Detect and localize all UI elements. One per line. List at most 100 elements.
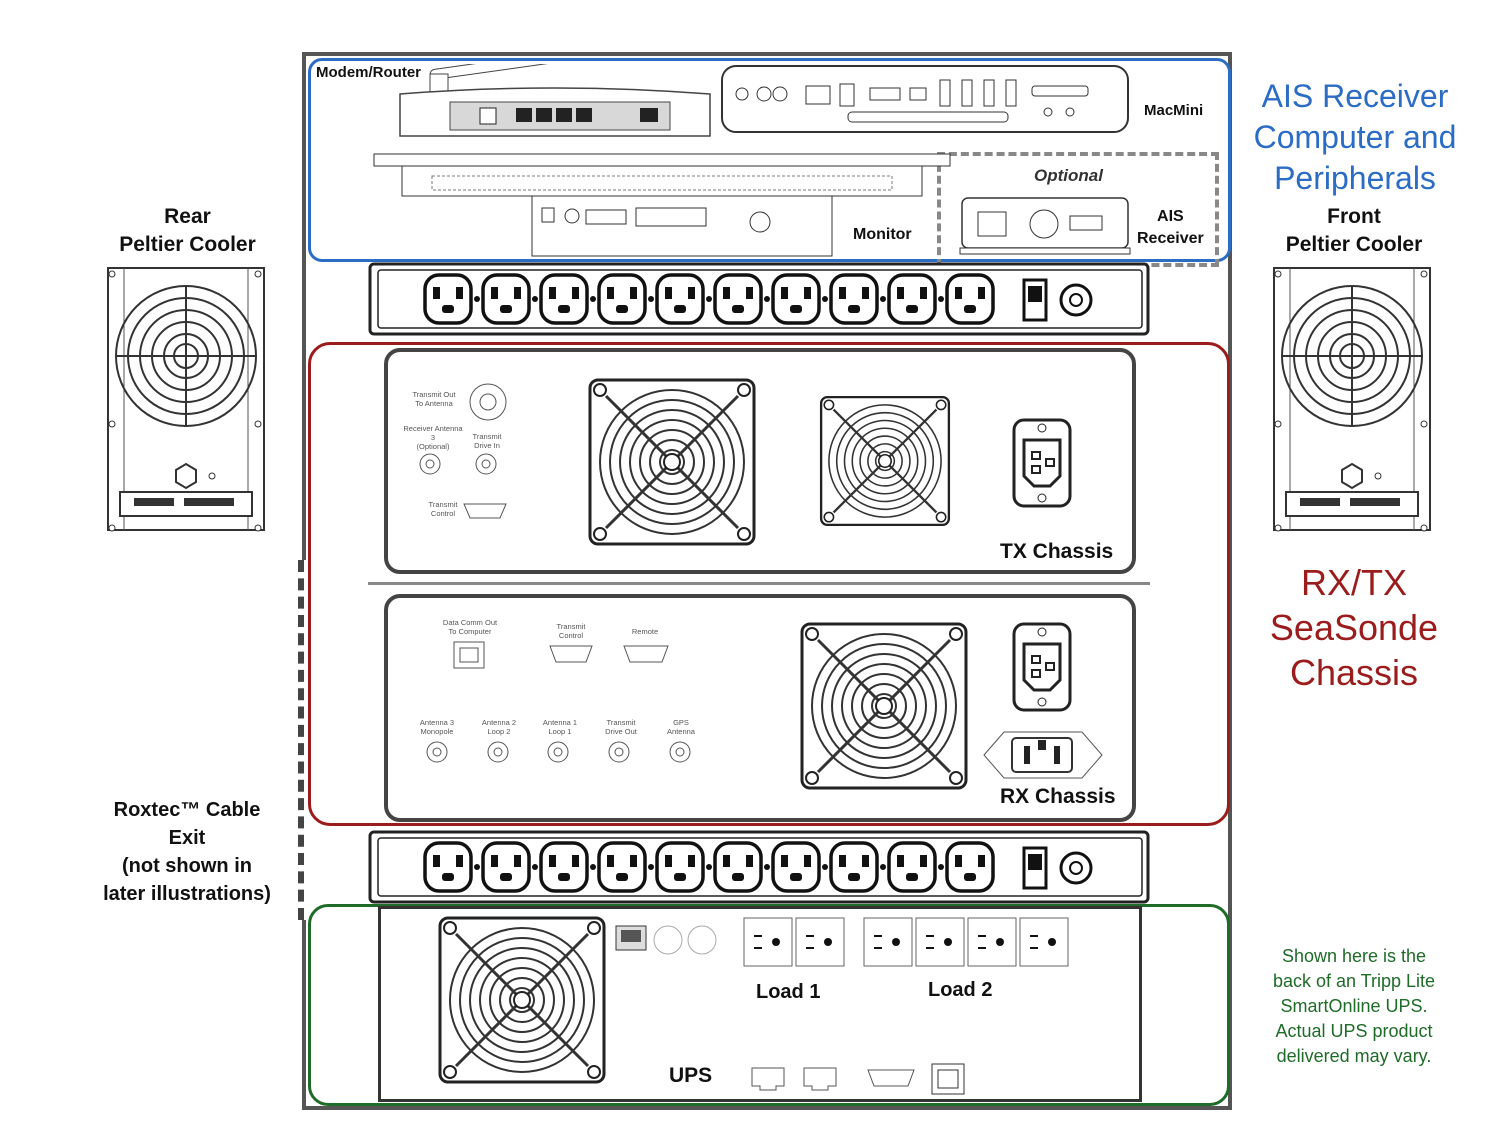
front-peltier-cooler (1273, 267, 1431, 532)
rx-port-ant1-1: Antenna 1 (542, 718, 578, 727)
tx-port-drive-in-label: Transmit Drive In (464, 432, 510, 450)
ais-receiver-label: AIS Receiver (1137, 206, 1204, 250)
ups-load1-outlets (743, 917, 845, 967)
modem-router-label: Modem/Router (316, 64, 421, 81)
monitor-drawing (373, 153, 951, 257)
rxtx-group-title-2: SeaSonde (1269, 607, 1439, 648)
rx-port-ant3-2: Monopole (420, 727, 454, 736)
rx-port-ant2-2: Loop 2 (487, 727, 511, 736)
ais-group-title-3: Peripherals (1274, 160, 1436, 196)
tx-port-receiver-antenna-label: Receiver Antenna 3 (Optional) (396, 424, 470, 451)
rx-port-remote-1: Remote (631, 627, 659, 636)
power-strip-bottom (368, 830, 1150, 904)
power-outlet (887, 841, 944, 893)
rx-port-ant1-label: Antenna 1 Loop 1 (535, 718, 585, 736)
rx-port-data-comm-label: Data Comm Out To Computer (430, 618, 510, 636)
power-outlet (539, 273, 596, 325)
rxtx-group-title: RX/TX SeaSonde Chassis (1244, 560, 1464, 695)
tx-connectors (419, 383, 507, 519)
rear-cooler-title: Rear Peltier Cooler (100, 203, 275, 259)
macmini-drawing (721, 65, 1129, 133)
tx-port-transmit-out-2: To Antenna (415, 399, 453, 408)
tx-fan-small (819, 395, 951, 527)
rx-port-gps-2: Antenna (667, 727, 695, 736)
ups-comm-ports (615, 925, 717, 955)
rx-port-remote-label: Remote (620, 627, 670, 636)
rxtx-group-outline (308, 342, 1230, 826)
power-outlet (771, 841, 828, 893)
rx-port-control-1: Transmit (556, 622, 586, 631)
rear-peltier-cooler (107, 267, 265, 532)
ups-note-2: back of an Tripp Lite (1272, 971, 1436, 991)
monitor-label: Monitor (853, 226, 912, 243)
rx-port-drive-out-label: Transmit Drive Out (596, 718, 646, 736)
modem-router-drawing (399, 64, 711, 137)
rx-port-drive-out-2: Drive Out (605, 727, 637, 736)
tx-port-receiver-antenna-3: (Optional) (416, 442, 450, 451)
ais-group-title-1: AIS Receiver (1261, 78, 1449, 114)
rx-chassis-label: RX Chassis (1000, 785, 1116, 808)
power-outlet (423, 841, 480, 893)
roxtec-note-4: later illustrations) (103, 883, 271, 905)
power-outlet (481, 273, 538, 325)
rx-port-gps-label: GPS Antenna (656, 718, 706, 736)
tx-port-drive-in-2: Drive In (474, 441, 500, 450)
tx-port-receiver-antenna-2: 3 (430, 433, 436, 442)
power-outlet (829, 273, 886, 325)
ups-bottom-ports (751, 1063, 965, 1095)
tx-port-transmit-out-label: Transmit Out To Antenna (402, 390, 466, 408)
roxtec-note: Roxtec™ Cable Exit (not shown in later i… (76, 796, 298, 908)
rxtx-group-title-1: RX/TX (1300, 562, 1407, 603)
ups-label: UPS (669, 1064, 713, 1087)
power-outlet (539, 841, 596, 893)
power-outlet (713, 841, 770, 893)
tx-chassis-label: TX Chassis (1000, 540, 1114, 563)
roxtec-dashed-edge (298, 560, 306, 920)
power-outlet (945, 273, 995, 325)
power-outlet (713, 273, 770, 325)
power-outlet (655, 273, 712, 325)
rear-cooler-title-1: Rear (164, 205, 211, 228)
rx-port-ant2-1: Antenna 2 (481, 718, 517, 727)
tx-port-receiver-antenna-1: Receiver Antenna (403, 424, 463, 433)
power-outlet (481, 841, 538, 893)
tx-port-control-2: Control (430, 509, 456, 518)
rx-chassis-outline (384, 594, 1136, 822)
roxtec-note-2: Exit (168, 827, 206, 849)
ups-load2-outlets (863, 917, 1069, 967)
ups-chassis-outline (378, 906, 1142, 1102)
power-outlet (829, 841, 886, 893)
rx-port-ant3-1: Antenna 3 (419, 718, 455, 727)
rxtx-group-title-3: Chassis (1289, 652, 1419, 693)
tx-port-control-label: Transmit Control (418, 500, 468, 518)
ups-note-1: Shown here is the (1281, 946, 1427, 966)
tx-port-control-1: Transmit (428, 500, 458, 509)
chassis-divider (368, 582, 1150, 585)
rx-port-ant1-2: Loop 1 (548, 727, 572, 736)
power-outlet (771, 273, 828, 325)
power-outlet (597, 273, 654, 325)
optional-label: Optional (1034, 166, 1103, 185)
ais-group-outline (308, 58, 1231, 262)
front-cooler-title-1: Front (1327, 205, 1381, 228)
rx-port-control-label: Transmit Control (546, 622, 596, 640)
ups-load2-label: Load 2 (928, 979, 993, 1001)
ais-receiver-drawing (959, 197, 1131, 255)
power-outlet (423, 273, 480, 325)
rx-port-ant2-label: Antenna 2 Loop 2 (474, 718, 524, 736)
ais-receiver-label-2: Receiver (1137, 230, 1204, 247)
ais-group-title: AIS Receiver Computer and Peripherals (1240, 76, 1470, 199)
ups-fan (438, 916, 606, 1084)
power-outlet (945, 841, 995, 893)
rx-port-control-2: Control (558, 631, 584, 640)
tx-power-inlet (1012, 418, 1072, 508)
power-strip-top (368, 262, 1150, 336)
rx-port-gps-1: GPS (673, 718, 689, 727)
front-cooler-title-2: Peltier Cooler (1285, 233, 1423, 256)
rx-power-outlet (983, 731, 1103, 779)
tx-chassis-outline (384, 348, 1136, 574)
rx-port-drive-out-1: Transmit (606, 718, 636, 727)
ups-note-4: Actual UPS product (1275, 1021, 1433, 1041)
ups-load1-label: Load 1 (756, 981, 821, 1003)
power-outlet (887, 273, 944, 325)
